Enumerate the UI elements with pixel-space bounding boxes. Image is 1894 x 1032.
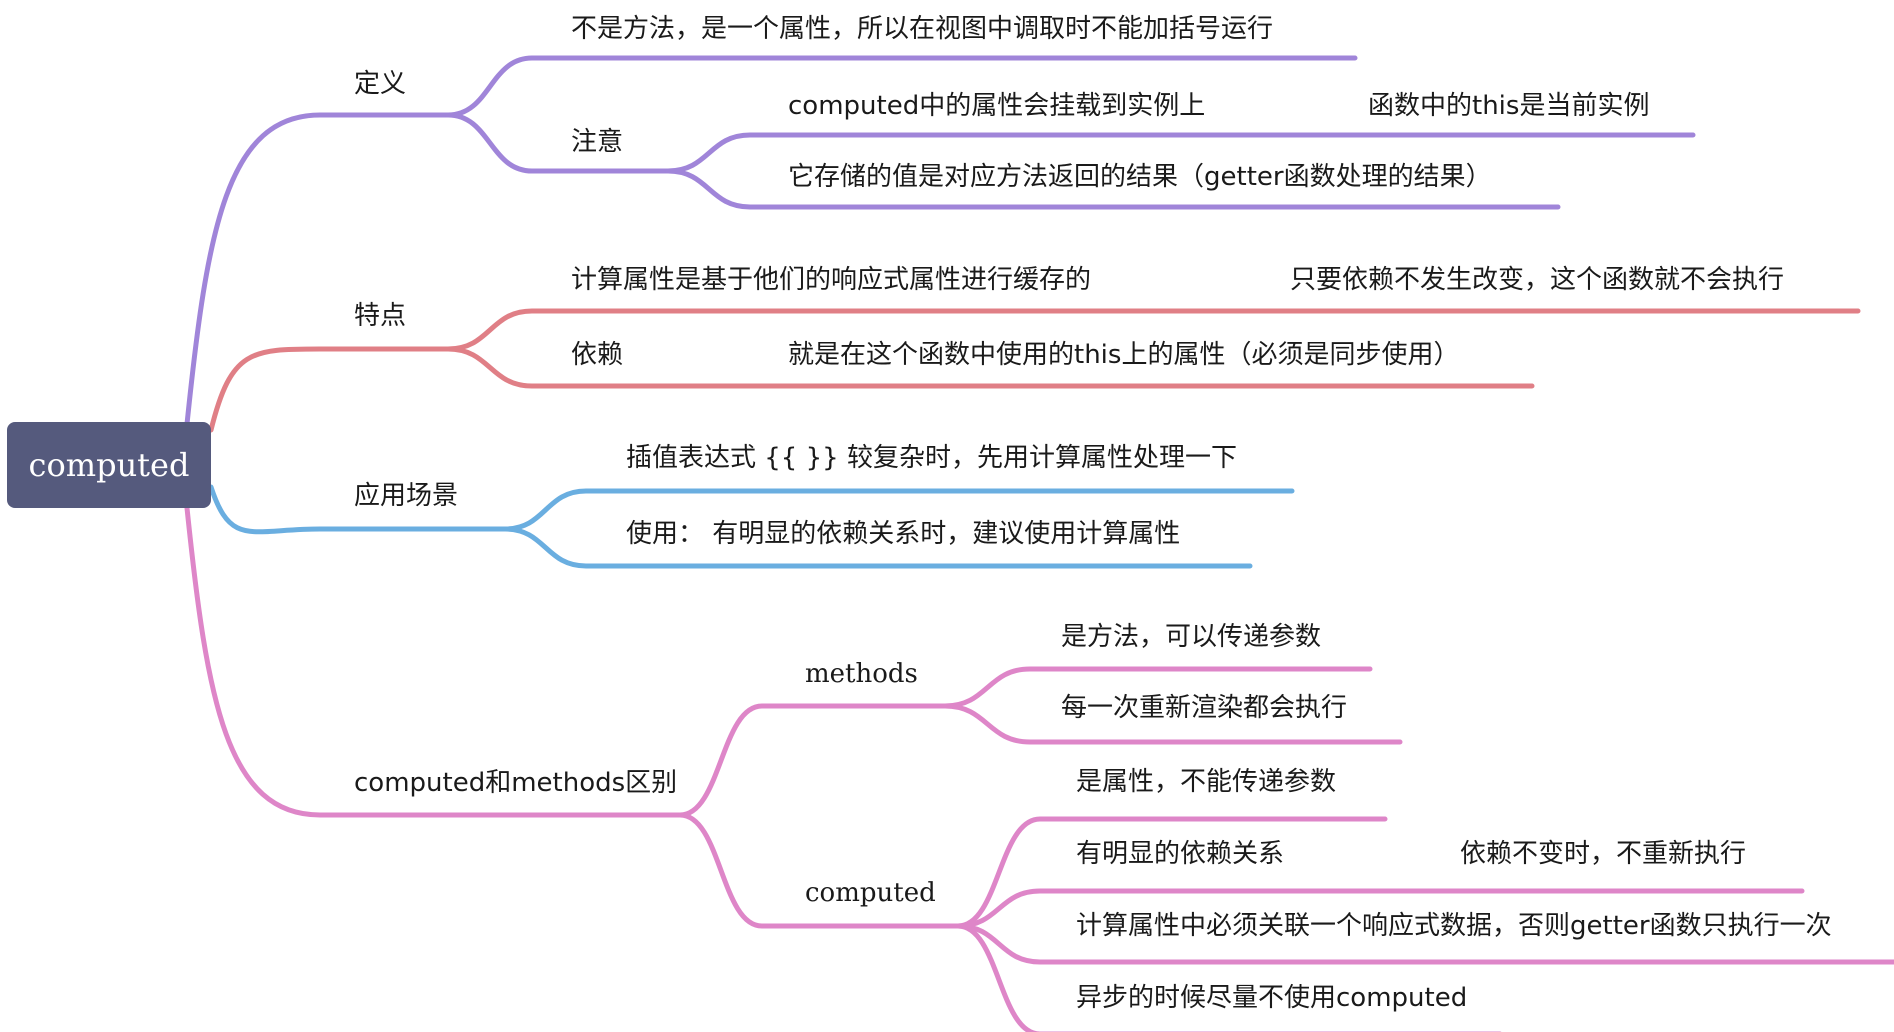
root-node[interactable]: computed <box>7 422 211 508</box>
branch-definition[interactable]: 定义 <box>354 69 407 99</box>
connector-feat-1 <box>445 308 1861 352</box>
connector-def-2-2 <box>665 168 1561 210</box>
connector-methods-1 <box>942 666 1373 709</box>
connector-def-1 <box>445 55 1358 118</box>
computed-item-2-note[interactable]: 依赖不变时，不重新执行 <box>1460 839 1747 869</box>
connector-scen-2 <box>502 526 1253 569</box>
feat-topic-2-note[interactable]: 就是在这个函数中使用的this上的属性（必须是同步使用） <box>788 340 1460 370</box>
connector-root-features <box>208 346 451 433</box>
connector-def-2 <box>445 112 671 174</box>
connector-scen-1 <box>502 488 1295 532</box>
connector-computed-2 <box>955 888 1805 929</box>
computed-item-4[interactable]: 异步的时候尽量不使用computed <box>1076 983 1468 1013</box>
computed-item-2[interactable]: 有明显的依赖关系 <box>1076 839 1285 869</box>
def-topic-2-1[interactable]: computed中的属性会挂载到实例上 <box>788 91 1206 121</box>
scen-topic-2[interactable]: 使用： 有明显的依赖关系时，建议使用计算属性 <box>626 519 1181 549</box>
connector-def-2-1 <box>665 132 1696 174</box>
feat-topic-1-note[interactable]: 只要依赖不发生改变，这个函数就不会执行 <box>1290 265 1785 295</box>
def-topic-2-1-note[interactable]: 函数中的this是当前实例 <box>1368 91 1650 121</box>
connector-root-definition <box>184 112 451 427</box>
branch-diff[interactable]: computed和methods区别 <box>354 768 678 798</box>
connector-diff-computed <box>677 812 961 929</box>
connector-computed-1 <box>955 816 1388 929</box>
methods-item-2[interactable]: 每一次重新渲染都会执行 <box>1061 693 1348 723</box>
computed-item-1[interactable]: 是属性，不能传递参数 <box>1076 767 1337 797</box>
connector-computed-4 <box>955 923 1502 1032</box>
branch-scenarios[interactable]: 应用场景 <box>354 481 459 511</box>
def-topic-2-2[interactable]: 它存储的值是对应方法返回的结果（getter函数处理的结果） <box>788 162 1492 192</box>
def-topic-2[interactable]: 注意 <box>571 127 624 157</box>
branch-features[interactable]: 特点 <box>354 301 407 331</box>
connector-methods-2 <box>942 703 1403 745</box>
computed-item-3[interactable]: 计算属性中必须关联一个响应式数据，否则getter函数只执行一次 <box>1076 911 1832 941</box>
diff-computed[interactable]: computed <box>805 878 936 908</box>
diff-methods[interactable]: methods <box>805 659 918 689</box>
scen-topic-1[interactable]: 插值表达式 {{ }} 较复杂时，先用计算属性处理一下 <box>626 443 1237 473</box>
feat-topic-1[interactable]: 计算属性是基于他们的响应式属性进行缓存的 <box>571 265 1092 295</box>
connector-root-diff <box>184 505 683 818</box>
connector-feat-2 <box>445 346 1535 389</box>
methods-item-1[interactable]: 是方法，可以传递参数 <box>1061 622 1322 652</box>
connector-diff-methods <box>677 703 948 818</box>
connector-root-scenarios <box>208 484 508 535</box>
feat-topic-2[interactable]: 依赖 <box>571 340 624 370</box>
def-topic-1[interactable]: 不是方法，是一个属性，所以在视图中调取时不能加括号运行 <box>571 14 1274 44</box>
